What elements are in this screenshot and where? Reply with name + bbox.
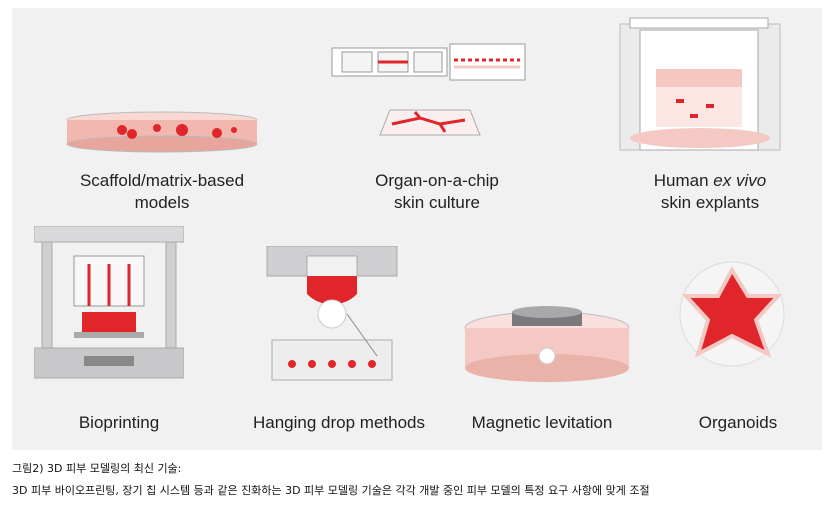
label-bioprinting-line1: Bioprinting [78, 413, 160, 432]
label-ex-vivo-line2: skin explants [660, 193, 760, 212]
label-organoids: Organoids [618, 412, 828, 434]
label-organ-chip-line2: skin culture [394, 193, 480, 212]
label-ex-vivo-italic: ex vivo [713, 171, 767, 190]
label-scaffold-line1: Scaffold/matrix-based [79, 171, 245, 190]
label-organoids-line1: Organoids [698, 413, 778, 432]
label-bioprinting: Bioprinting [0, 412, 239, 434]
label-organ-chip: Organ-on-a-chip skin culture [317, 170, 557, 214]
label-magnetic-line1: Magnetic levitation [471, 413, 613, 432]
label-scaffold: Scaffold/matrix-based models [42, 170, 282, 214]
label-scaffold-line2: models [134, 193, 190, 212]
caption-body: 3D 피부 바이오프린팅, 장기 칩 시스템 등과 같은 진화하는 3D 피부 … [12, 484, 650, 497]
figure-caption: 그림2) 3D 피부 모델링의 최신 기술: 3D 피부 바이오프린팅, 장기 … [12, 458, 650, 502]
caption-title: 그림2) 3D 피부 모델링의 최신 기술: [12, 462, 182, 475]
label-ex-vivo-prefix: Human [653, 171, 714, 190]
figure-panel: Scaffold/matrix-based models Organ-on-a-… [12, 8, 822, 450]
label-organ-chip-line1: Organ-on-a-chip [375, 171, 499, 190]
label-ex-vivo-line1: Human ex vivo [590, 170, 828, 192]
label-hanging-drop-line1: Hanging drop methods [252, 413, 425, 432]
label-magnetic: Magnetic levitation [422, 412, 662, 434]
label-hanging-drop: Hanging drop methods [219, 412, 459, 434]
label-ex-vivo: Human ex vivo skin explants [590, 170, 828, 214]
